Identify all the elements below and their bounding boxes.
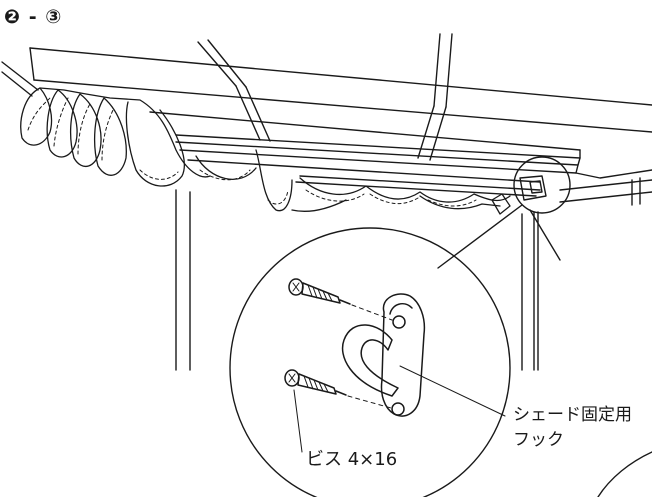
hook-screw-hole-bottom: [391, 402, 405, 416]
rafter-3: [433, 33, 453, 108]
fold-2: [46, 89, 78, 158]
screw-top-guide: [351, 304, 393, 321]
hook-label-leader: [399, 365, 506, 417]
roof-slab-top: [29, 47, 652, 106]
right-beam: [559, 179, 652, 203]
rafter-1: [197, 39, 247, 88]
small-detail-circle: [513, 156, 571, 214]
front-beam-lower: [179, 149, 577, 174]
seam-dashes: [27, 97, 477, 207]
roof-corner-right: [575, 149, 652, 179]
large-detail-circle: [229, 227, 511, 501]
rafter-2: [235, 85, 271, 142]
drape-swag-3: [299, 177, 511, 203]
screw-top: [288, 278, 351, 305]
fabric-tie: [491, 193, 511, 215]
fold-3: [70, 93, 102, 168]
front-beam-bottom: [187, 159, 541, 183]
pergola-frame: [1, 33, 652, 371]
step-separator: -: [28, 6, 38, 28]
hook-label-line1: シェード固定用: [513, 405, 632, 425]
screw-bottom: [284, 369, 347, 396]
hook-plate: [380, 293, 426, 417]
fold-4: [94, 97, 127, 176]
leader-line-upper: [437, 204, 523, 269]
hook-label-line2: フック: [513, 430, 564, 450]
beam-hook-bracket: [519, 175, 547, 201]
step-number: ❷: [4, 6, 22, 28]
shade-fabric: [20, 87, 511, 215]
post-left: [175, 189, 191, 371]
drape-front: [39, 87, 211, 178]
roof-slab-front: [33, 79, 652, 133]
post-mid: [521, 211, 535, 371]
screw-label: ビス 4×16: [306, 449, 398, 470]
fold-5: [125, 101, 185, 187]
hook-screw-hole-top: [392, 315, 406, 329]
substep-number: ③: [45, 6, 63, 28]
hook-detail: [284, 278, 506, 453]
screw-label-leader: [293, 389, 303, 453]
drape-swag-1: [195, 155, 257, 180]
step-indicator: ❷ - ③: [4, 6, 62, 28]
front-beam-top: [175, 134, 581, 159]
right-post-cap: [631, 177, 641, 206]
hook-plate-inner-edge: [389, 303, 413, 315]
rail-line: [295, 175, 541, 197]
drape-swag-2: [255, 149, 293, 212]
front-beam-mid: [175, 141, 579, 166]
hook-arm: [341, 324, 399, 397]
roof-slab-bottom: [149, 111, 581, 151]
fold-1: [20, 87, 53, 146]
roof-slab-left-edge: [29, 47, 35, 81]
next-detail-circle-arc: [597, 451, 652, 498]
detail-indicator: [229, 156, 571, 501]
drape-bottom: [291, 195, 501, 212]
leader-line-lower: [529, 209, 561, 261]
rafter-left: [1, 61, 39, 97]
